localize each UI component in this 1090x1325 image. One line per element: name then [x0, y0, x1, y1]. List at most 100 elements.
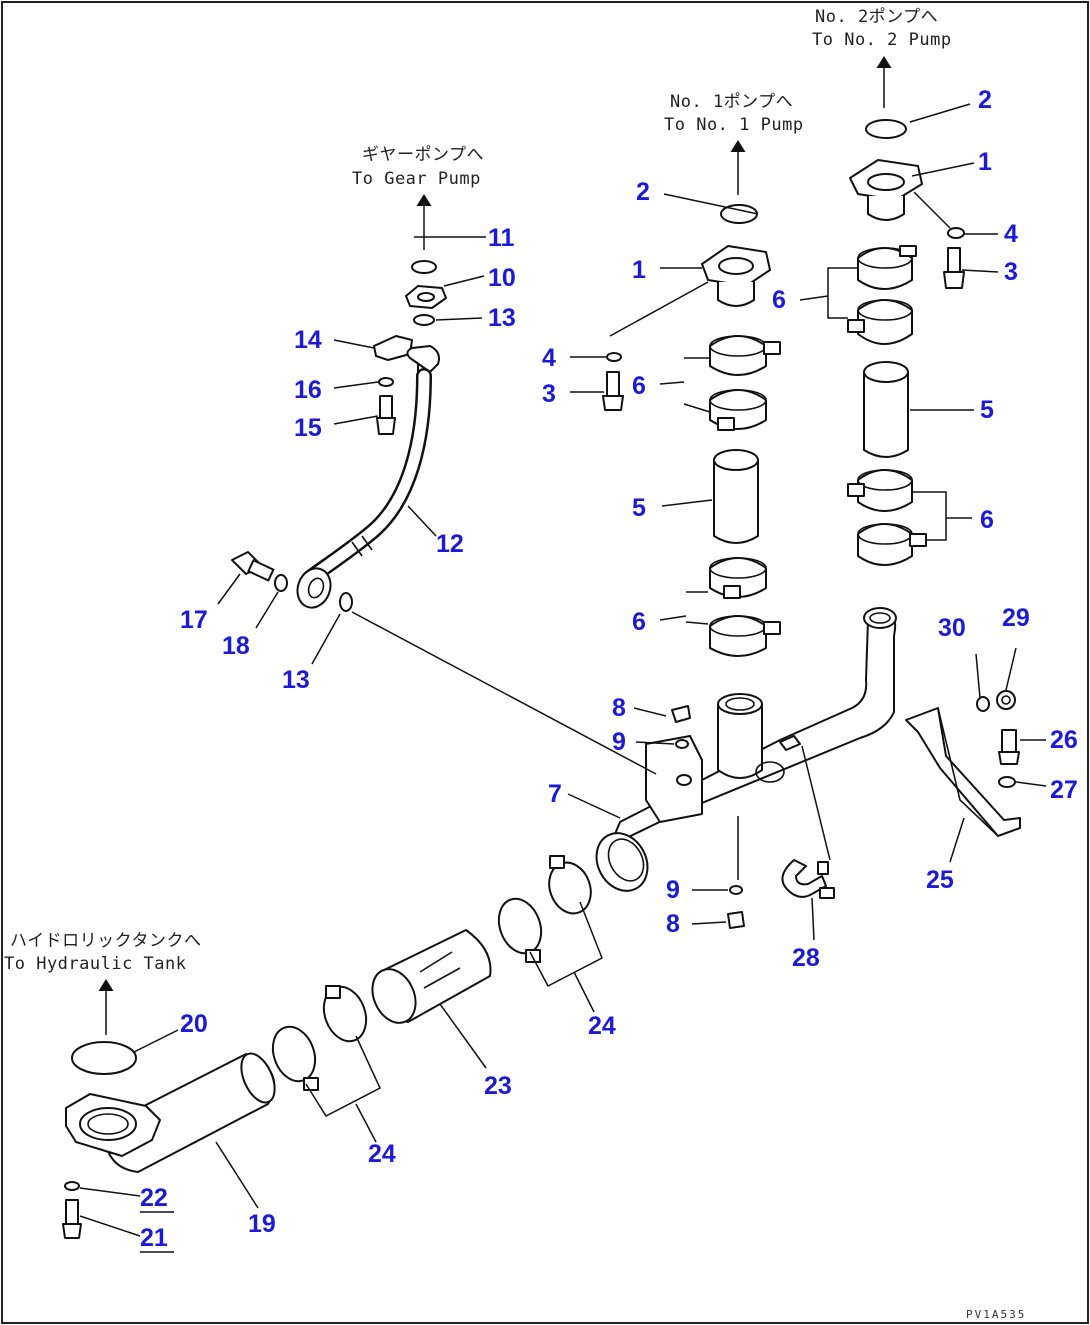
- clamp-24-upper-a: [548, 855, 592, 915]
- callout-13: 13: [488, 304, 516, 332]
- callout-19: 19: [248, 1210, 276, 1238]
- clamp-6-middle-lower-b: [709, 615, 781, 657]
- washer-16: [378, 377, 394, 387]
- callout-2: 2: [978, 86, 992, 114]
- callout-29: 29: [1002, 604, 1030, 632]
- callout-24: 24: [588, 1012, 616, 1040]
- hose-12: [296, 345, 440, 609]
- o-ring-9-upper: [675, 739, 689, 749]
- callout-15: 15: [294, 414, 322, 442]
- flange-10: [405, 285, 447, 309]
- callout-14: 14: [294, 326, 322, 354]
- o-ring-13-lower: [339, 592, 353, 612]
- callout-numbers: 2 1 4 3 6 5 6 2 1 4 3 6 5 6 11 10 13 14 …: [140, 86, 1078, 1252]
- washer-30: [976, 696, 990, 712]
- callout-17: 17: [180, 606, 208, 634]
- clamp-6-right-upper-a: [857, 245, 917, 290]
- nut-29: [996, 690, 1016, 710]
- dest-no1-jp: No. 1ポンプへ: [670, 92, 793, 112]
- hose-28: [781, 859, 835, 899]
- split-flange-14: [373, 335, 413, 361]
- callout-25: 25: [926, 866, 954, 894]
- o-ring-13-upper: [413, 314, 435, 326]
- callout-26: 26: [1050, 726, 1078, 754]
- clamp-6-right-lower-a: [847, 469, 913, 512]
- bolt-21: [62, 1199, 82, 1239]
- callout-6: 6: [632, 372, 646, 400]
- clamp-24-lower-a: [322, 985, 368, 1043]
- flange-1-middle: [701, 245, 771, 307]
- pipe-7: [595, 607, 897, 892]
- dest-tank-en: To Hydraulic Tank: [4, 954, 187, 974]
- clamp-6-right-upper-b: [847, 299, 913, 345]
- callout-3: 3: [542, 380, 556, 408]
- destination-no1-pump: No. 1ポンプへ To No. 1 Pump: [664, 92, 804, 195]
- dest-gear-en: To Gear Pump: [352, 169, 481, 189]
- callout-8: 8: [666, 910, 680, 938]
- hose-23: [371, 929, 492, 1024]
- callout-1: 1: [978, 148, 992, 176]
- callout-24: 24: [368, 1140, 396, 1168]
- leader-lines: [79, 103, 1047, 1253]
- middle-column-parts: [602, 204, 781, 657]
- hose-5-middle: [713, 449, 759, 544]
- callout-4: 4: [542, 344, 556, 372]
- bracket-25: [905, 707, 1021, 837]
- destination-gear-pump: ギヤーポンプへ To Gear Pump: [352, 145, 484, 250]
- bolt-15: [376, 395, 396, 435]
- callout-6: 6: [632, 608, 646, 636]
- callout-7: 7: [548, 780, 562, 808]
- gear-pump-parts: [231, 260, 447, 612]
- o-ring-2-right: [865, 119, 907, 139]
- o-ring-11: [411, 260, 437, 274]
- dest-gear-jp: ギヤーポンプへ: [362, 145, 484, 165]
- bolt-3-middle: [602, 371, 624, 411]
- washer-22: [64, 1181, 80, 1191]
- callout-28: 28: [792, 944, 820, 972]
- callout-27: 27: [1050, 776, 1078, 804]
- dest-tank-jp: ハイドロリックタンクへ: [10, 931, 201, 951]
- washer-27: [998, 776, 1016, 788]
- callout-9: 9: [612, 728, 626, 756]
- dest-no2-en: To No. 2 Pump: [812, 30, 952, 50]
- callout-10: 10: [488, 264, 516, 292]
- callout-6: 6: [772, 286, 786, 314]
- dest-no1-en: To No. 1 Pump: [664, 115, 804, 135]
- right-column-parts: [847, 119, 965, 566]
- bolt-3-right: [943, 247, 965, 289]
- callout-13: 13: [282, 666, 310, 694]
- callout-21: 21: [140, 1224, 168, 1252]
- plug-8-lower: [727, 911, 745, 929]
- dest-no2-jp: No. 2ポンプへ: [815, 7, 938, 27]
- clamp-6-right-lower-b: [857, 523, 927, 566]
- hose-5-right: [863, 361, 909, 458]
- callout-30: 30: [938, 614, 966, 642]
- callout-16: 16: [294, 376, 322, 404]
- callout-22: 22: [140, 1184, 168, 1212]
- callout-20: 20: [180, 1010, 208, 1038]
- flange-1-right: [849, 159, 923, 221]
- clamp-24-upper-b: [497, 897, 543, 963]
- clamp-6-middle-lower-a: [709, 557, 767, 599]
- bolt-17: [231, 551, 275, 582]
- callout-3: 3: [1004, 258, 1018, 286]
- callout-1: 1: [632, 256, 646, 284]
- elbow-tube-19: [65, 1052, 276, 1173]
- washer-18: [274, 574, 288, 592]
- clamp-6-middle-upper-a: [709, 335, 781, 376]
- callout-11: 11: [488, 224, 515, 252]
- plug-8-upper: [671, 705, 691, 723]
- callout-18: 18: [222, 632, 250, 660]
- washer-4-middle: [606, 352, 622, 362]
- callout-12: 12: [436, 530, 464, 558]
- callout-6: 6: [980, 506, 994, 534]
- callout-23: 23: [484, 1072, 512, 1100]
- destination-no2-pump: No. 2ポンプへ To No. 2 Pump: [812, 7, 952, 108]
- bolt-26: [998, 729, 1020, 765]
- callout-4: 4: [1004, 220, 1018, 248]
- callout-9: 9: [666, 876, 680, 904]
- callout-5: 5: [632, 494, 646, 522]
- washer-4-right: [947, 227, 965, 239]
